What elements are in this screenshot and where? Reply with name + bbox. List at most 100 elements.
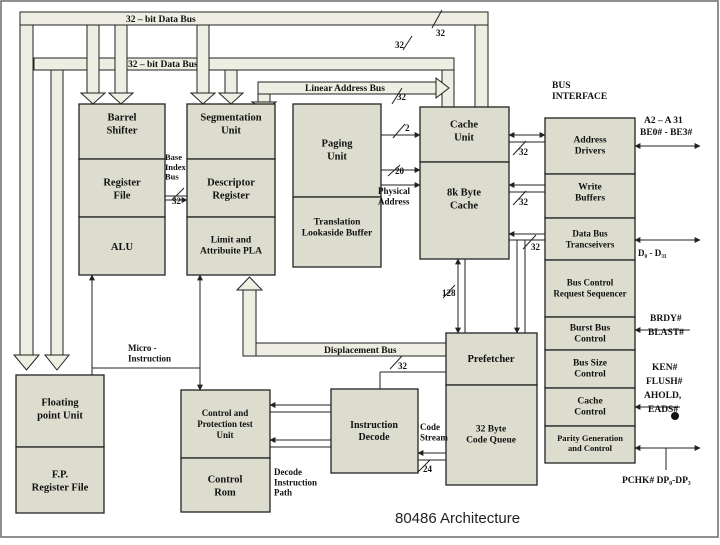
width-32-c: 32 xyxy=(397,92,407,102)
bus-control-block xyxy=(544,259,636,318)
width-32-b: 32 xyxy=(395,40,405,50)
arrow-fpu-1 xyxy=(12,354,41,371)
bus-size-block xyxy=(544,349,636,389)
bus-shapes xyxy=(19,11,489,357)
micro-instruction-label: Micro -Instruction xyxy=(128,343,171,363)
bus-to-seg-1 xyxy=(196,24,210,94)
bus-arrowheads xyxy=(12,76,450,371)
limit-pla-block xyxy=(186,216,276,276)
data-bus-1-riser xyxy=(474,24,489,108)
data-bus-1-label: 32 – bit Data Bus xyxy=(126,15,196,25)
width-24: 24 xyxy=(423,464,433,474)
signal-ken: KEN# xyxy=(652,363,678,373)
arrow-linear-cache xyxy=(435,76,450,100)
arrow-limit-pla xyxy=(235,276,264,291)
bus-to-seg-2 xyxy=(224,69,238,94)
arrow-barrel-2 xyxy=(107,92,135,105)
width-32-g: 32 xyxy=(531,242,541,252)
paging-unit-block xyxy=(292,103,382,198)
prefetcher-label: Prefetcher xyxy=(467,354,514,365)
width-2: 2 xyxy=(405,123,410,133)
fp-register-block xyxy=(15,446,105,514)
width-20: 20 xyxy=(395,166,405,176)
blocks xyxy=(15,103,636,514)
control-protection-block xyxy=(180,389,271,459)
data-bus-2 xyxy=(33,57,455,71)
signal-labels: A2 – A 31 BE0# - BE3# D₀ - D₃₁ BRDY# BLA… xyxy=(622,116,693,486)
signal-dot xyxy=(671,412,679,420)
signal-be: BE0# - BE3# xyxy=(640,128,693,138)
data-bus-transceivers-block xyxy=(544,217,636,261)
signal-data: D₀ - D₃₁ xyxy=(638,248,667,258)
data-bus-2-label: 32 – bit Data Bus xyxy=(128,60,198,70)
linear-bus-drop xyxy=(257,93,271,103)
signal-ahold: AHOLD, xyxy=(644,391,682,401)
displacement-bus-riser xyxy=(242,289,257,357)
width-128: 128 xyxy=(442,288,456,298)
bus-left-1 xyxy=(19,24,34,356)
alu-label: ALU xyxy=(111,242,134,253)
displacement-bus-label: Displacement Bus xyxy=(324,346,397,356)
diagram-caption: 80486 Architecture xyxy=(395,510,521,527)
arrow-seg-2 xyxy=(217,92,245,105)
signal-pchk: PCHK# DP₀-DP₃ xyxy=(622,476,691,486)
register-file-block xyxy=(78,158,166,218)
width-32-a: 32 xyxy=(436,28,446,38)
bus-to-barrel-2 xyxy=(114,24,128,94)
parity-block xyxy=(544,425,636,464)
control-rom-block xyxy=(180,457,271,513)
instruction-decode-block xyxy=(330,388,419,474)
tlb-block xyxy=(292,196,382,268)
bus-to-barrel-1 xyxy=(86,24,100,94)
fpu-block xyxy=(15,374,105,448)
width-32-f: 32 xyxy=(519,197,529,207)
signal-blast: BLAST# xyxy=(648,328,684,338)
signal-eads: EADS# xyxy=(648,405,678,415)
width-32-h: 32 xyxy=(398,361,408,371)
arrow-fpu-2 xyxy=(43,354,71,371)
bus-labels: 32 – bit Data Bus 32 – bit Data Bus Line… xyxy=(126,15,607,498)
data-bus-1 xyxy=(19,11,489,26)
signal-brdy: BRDY# xyxy=(650,314,682,324)
width-32-d: 32 xyxy=(172,196,182,206)
arrow-seg-1 xyxy=(189,92,217,105)
arrow-barrel-1 xyxy=(79,92,107,105)
width-32-e: 32 xyxy=(519,147,529,157)
burst-bus-block xyxy=(544,316,636,351)
connectors xyxy=(89,9,701,473)
fp-register-label: F.P.Register File xyxy=(32,470,89,494)
width-labels: 32 32 32 32 32 32 32 32 2 20 128 24 xyxy=(172,28,541,474)
address-drivers-block xyxy=(544,117,636,175)
signal-flush: FLUSH# xyxy=(646,377,683,387)
signal-addr: A2 – A 31 xyxy=(644,116,683,126)
descriptor-register-block xyxy=(186,158,276,218)
